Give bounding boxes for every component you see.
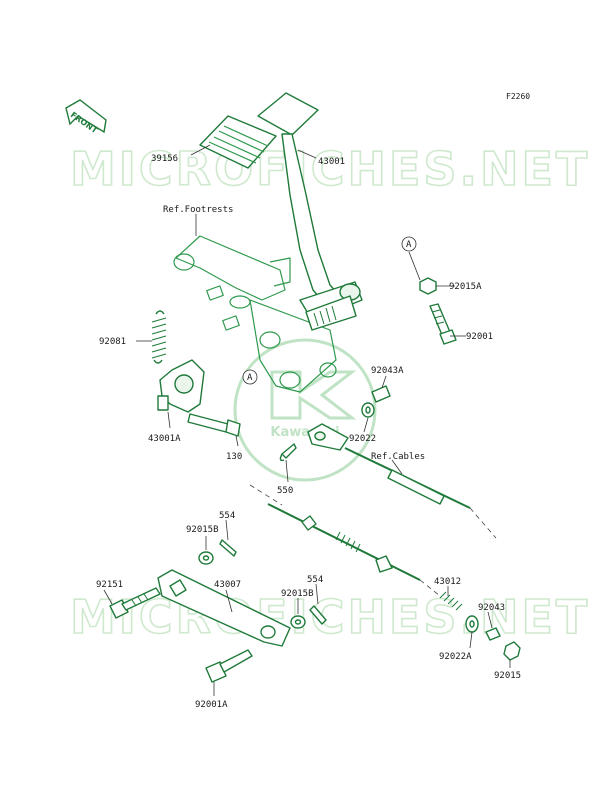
watermark-bottom: MICROFICHES.NET [70,590,590,644]
washer-92022a-part [465,615,479,633]
brake-lever-part [157,359,205,413]
brake-pedal-arm-part [257,92,363,321]
part-label-554-lower: 554 [307,575,323,585]
reference-marker-center: A [242,369,258,385]
collar-92043a-part [371,385,391,403]
figure-code: F2260 [506,92,530,101]
cotter-pin-554-upper-part [219,539,237,557]
part-label-554-upper: 554 [219,511,235,521]
part-label-43001: 43001 [318,157,345,167]
nut-92015-part [503,641,521,661]
part-label-550: 550 [277,486,293,496]
part-label-39156: 39156 [151,154,178,164]
cotter-pin-554-lower-part [309,605,327,625]
ref-cables-label: Ref.Cables [371,452,425,462]
part-label-92151: 92151 [96,580,123,590]
part-label-92015: 92015 [494,671,521,681]
kawasaki-logo: Kawasaki [233,338,377,482]
part-label-92081: 92081 [99,337,126,347]
washer-92022-part [361,402,375,418]
part-label-92043: 92043 [478,603,505,613]
watermark-top: MICROFICHES.NET [70,142,590,196]
svg-text:A: A [247,373,253,383]
rod-link-43007-part [157,569,291,647]
part-label-92015b-upper: 92015B [186,525,219,535]
pedal-pad-part [199,115,277,169]
footrest-bracket-part [173,235,337,393]
part-label-92043a: 92043A [371,366,404,376]
cotter-pin-550-part [279,443,297,462]
part-label-43001a: 43001A [148,434,181,444]
leader-lines [103,144,511,696]
part-label-92022a: 92022A [439,652,472,662]
ref-footrests-label: Ref.Footrests [163,205,233,215]
part-label-92001: 92001 [466,332,493,342]
pivot-shaft-part [305,295,357,331]
part-label-92001a: 92001A [195,700,228,710]
bolt-92001a-part [205,649,253,683]
brake-cable-part [249,447,497,539]
nut-92015a-part [419,277,437,295]
nut-92015b-upper-part [198,551,214,565]
bolt-92151-part [109,587,161,619]
svg-text:A: A [406,240,412,250]
nut-92015b-lower-part [290,615,306,629]
part-label-92015b-lower: 92015B [281,589,314,599]
return-spring-part [151,310,167,364]
bolt-130-part [187,413,241,437]
bolt-92001-part [429,303,457,345]
front-arrow-icon: FRONT [65,99,107,135]
part-label-43007: 43007 [214,580,241,590]
adjust-rod-part [267,503,421,581]
reference-marker-top: A [401,236,417,252]
part-label-92022: 92022 [349,434,376,444]
part-label-92015a: 92015A [449,282,482,292]
spring-43012-part [419,579,463,611]
part-label-43012: 43012 [434,577,461,587]
collar-92043-part [485,627,501,641]
clevis-joint-part [307,423,349,451]
part-label-130: 130 [226,452,242,462]
